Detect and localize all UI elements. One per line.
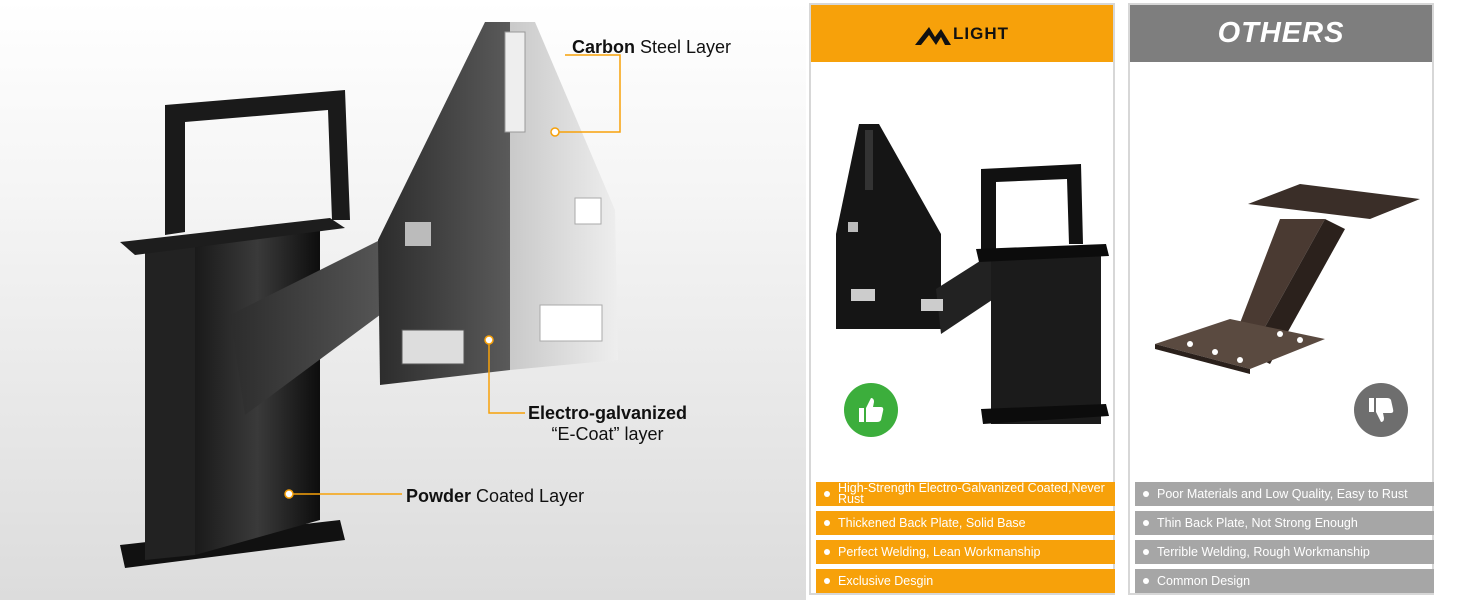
list-item: Thickened Back Plate, Solid Base	[816, 511, 1115, 535]
thumbs-up-badge	[844, 383, 898, 437]
feature-text: Perfect Welding, Lean Workmanship	[838, 544, 1041, 559]
mlight-logo-mark-icon	[915, 26, 951, 45]
electro-galvanized-callout: Electro-galvanized“E-Coat” layer	[528, 403, 687, 445]
thumbs-down-badge	[1354, 383, 1408, 437]
layer-illustration: Carbon Steel Layer Electro-galvanized“E-…	[0, 0, 806, 600]
others-title: OTHERS	[1217, 17, 1345, 49]
bullet-icon	[824, 549, 830, 555]
feature-text: Thickened Back Plate, Solid Base	[838, 515, 1026, 530]
callout-bold: Powder	[406, 486, 472, 506]
feature-text: Thin Back Plate, Not Strong Enough	[1157, 515, 1358, 530]
list-item: Thin Back Plate, Not Strong Enough	[1135, 511, 1434, 535]
others-feature-list: Poor Materials and Low Quality, Easy to …	[1135, 482, 1435, 598]
list-item: High-Strength Electro-Galvanized Coated,…	[816, 482, 1115, 506]
feature-text: Terrible Welding, Rough Workmanship	[1157, 544, 1370, 559]
callout-text: Steel Layer	[635, 37, 732, 57]
callout-bold: Electro-galvanized	[528, 403, 688, 423]
feature-text: Poor Materials and Low Quality, Easy to …	[1157, 486, 1408, 501]
logo-text: LIGHT	[953, 23, 1009, 43]
others-comparison-panel: OTHERS Poor Materials and Low Quality, E…	[1128, 3, 1434, 595]
feature-text: Common Design	[1157, 573, 1251, 588]
feature-text: Exclusive Desgin	[838, 573, 934, 588]
bullet-icon	[824, 520, 830, 526]
list-item: Common Design	[1135, 569, 1434, 593]
bullet-icon	[824, 491, 830, 497]
callout-subtext: “E-Coat” layer	[551, 424, 664, 444]
bullet-icon	[1143, 520, 1149, 526]
bullet-icon	[824, 578, 830, 584]
powder-coated-callout: Powder Coated Layer	[406, 486, 584, 507]
list-item: Poor Materials and Low Quality, Easy to …	[1135, 482, 1434, 506]
list-item: Perfect Welding, Lean Workmanship	[816, 540, 1115, 564]
mlight-product-image	[836, 124, 1109, 424]
mlight-logo: LIGHT	[915, 23, 1009, 45]
thumbs-up-icon	[859, 398, 884, 422]
thumbs-down-icon	[1369, 398, 1394, 422]
carbon-steel-callout: Carbon Steel Layer	[572, 37, 731, 58]
list-item: Exclusive Desgin	[816, 569, 1115, 593]
list-item: Terrible Welding, Rough Workmanship	[1135, 540, 1434, 564]
bullet-icon	[1143, 491, 1149, 497]
callout-bold: Carbon	[572, 37, 635, 57]
bullet-icon	[1143, 578, 1149, 584]
others-product-image	[1155, 184, 1420, 374]
mlight-feature-list: High-Strength Electro-Galvanized Coated,…	[816, 482, 1116, 598]
mlight-header: LIGHT	[811, 5, 1113, 62]
mount-exploded-graphic	[120, 22, 621, 568]
others-header: OTHERS	[1130, 5, 1432, 62]
feature-text: High-Strength Electro-Galvanized Coated,…	[838, 481, 1105, 506]
bullet-icon	[1143, 549, 1149, 555]
callout-text: Coated Layer	[471, 486, 585, 506]
mlight-comparison-panel: LIGHT High-Strength Electro-Galvanized C…	[809, 3, 1115, 595]
